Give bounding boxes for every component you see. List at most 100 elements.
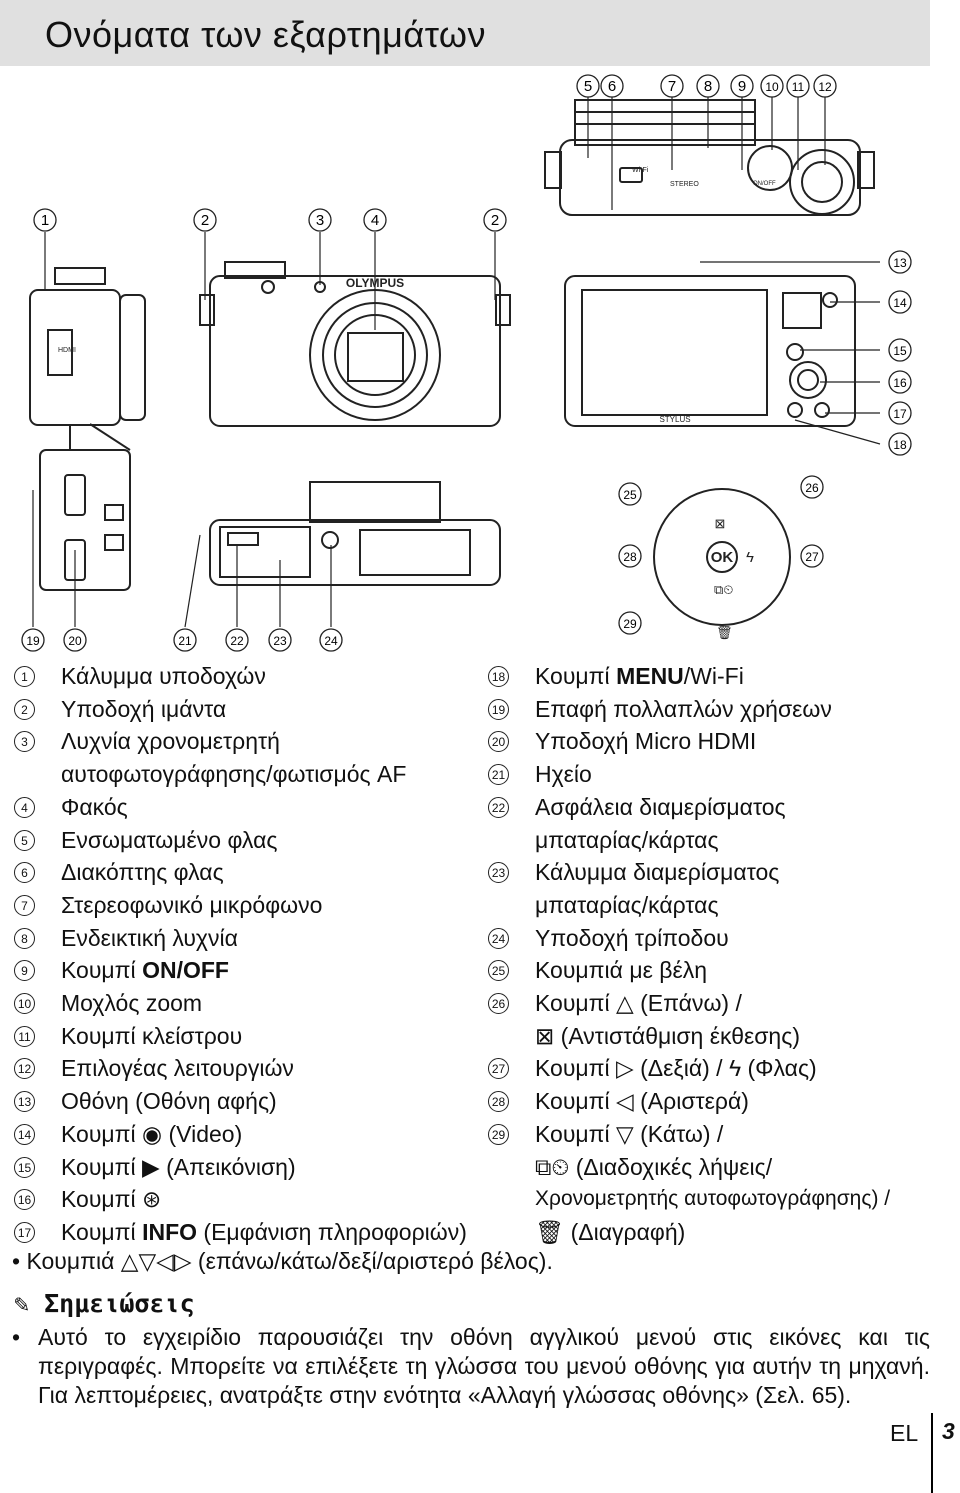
callout-29: 29	[618, 611, 642, 635]
svg-text:18: 18	[893, 438, 907, 452]
svg-text:Wi-Fi: Wi-Fi	[632, 167, 649, 174]
callout-2: 2	[193, 208, 217, 232]
svg-text:OK: OK	[711, 549, 734, 566]
svg-text:⧉⏲: ⧉⏲	[714, 582, 733, 597]
svg-text:24: 24	[324, 634, 338, 648]
svg-text:13: 13	[893, 256, 907, 270]
svg-text:6: 6	[608, 78, 616, 95]
arrow-buttons-note: • Κουμπιά △▽◁▷ (επάνω/κάτω/δεξί/αριστερό…	[12, 1248, 553, 1274]
list-item-cont: Χρονομετρητής αυτοφωτογράφησης) /	[535, 1187, 891, 1211]
callout-14: 14	[888, 290, 912, 314]
callout-9: 9	[730, 74, 754, 98]
notes-heading: ✎ Σημειώσεις	[14, 1289, 195, 1318]
callout-5: 5	[576, 74, 600, 98]
language-code: EL	[890, 1420, 919, 1446]
callout-24: 24	[319, 628, 343, 652]
svg-text:21: 21	[178, 634, 192, 648]
svg-text:29: 29	[623, 617, 637, 631]
callout-16: 16	[888, 370, 912, 394]
callout-2b: 2	[483, 208, 507, 232]
svg-text:27: 27	[805, 550, 819, 564]
svg-text:⊠: ⊠	[715, 516, 726, 531]
svg-text:23: 23	[273, 634, 287, 648]
svg-text:STEREO: STEREO	[670, 181, 699, 188]
svg-text:7: 7	[668, 78, 676, 95]
svg-text:5: 5	[584, 78, 592, 95]
svg-text:15: 15	[893, 344, 907, 358]
callout-6: 6	[600, 74, 624, 98]
footer-divider	[931, 1413, 933, 1493]
list-item-cont: ⊠ (Αντιστάθμιση έκθεσης)	[535, 1022, 800, 1049]
svg-text:17: 17	[893, 407, 907, 421]
svg-text:1: 1	[41, 212, 49, 229]
svg-text:20: 20	[68, 634, 82, 648]
camera-back-view	[564, 275, 856, 427]
svg-text:2: 2	[491, 212, 499, 229]
callout-26: 26	[800, 475, 824, 499]
callout-18: 18	[888, 432, 912, 456]
svg-text:8: 8	[704, 78, 712, 95]
svg-text:2: 2	[201, 212, 209, 229]
callout-7: 7	[660, 74, 684, 98]
callout-15: 15	[888, 338, 912, 362]
callout-20: 20	[63, 628, 87, 652]
page-title: Ονόματα των εξαρτημάτων	[45, 14, 487, 55]
camera-bottom-view	[209, 481, 501, 586]
notes-body: Αυτό το εγχειρίδιο παρουσιάζει την οθόνη…	[12, 1323, 930, 1410]
svg-text:ϟ: ϟ	[746, 549, 754, 566]
callout-13: 13	[888, 250, 912, 274]
callout-11: 11	[786, 74, 810, 98]
svg-text:28: 28	[623, 550, 637, 564]
camera-side-view	[29, 267, 146, 451]
callout-17: 17	[888, 401, 912, 425]
callout-21: 21	[173, 628, 197, 652]
list-item-cont: αυτοφωτογράφησης/φωτισμός AF	[61, 761, 407, 788]
arrow-pad-closeup	[653, 488, 791, 626]
svg-text:9: 9	[738, 78, 746, 95]
svg-text:12: 12	[818, 80, 832, 94]
callout-8: 8	[696, 74, 720, 98]
callout-3: 3	[308, 208, 332, 232]
callout-10: 10	[760, 74, 784, 98]
callout-1: 1	[33, 208, 57, 232]
camera-port-closeup	[39, 449, 131, 591]
svg-text:ON/OFF: ON/OFF	[753, 181, 776, 187]
list-item-cont: 🗑 (Διαγραφή)	[535, 1218, 686, 1245]
title-bar	[0, 0, 930, 66]
list-item-cont: μπαταρίας/κάρτας	[535, 891, 719, 918]
svg-text:14: 14	[893, 296, 907, 310]
svg-text:3: 3	[316, 212, 324, 229]
callout-28: 28	[618, 544, 642, 568]
svg-text:22: 22	[230, 634, 244, 648]
camera-top-view	[544, 99, 875, 216]
callout-12: 12	[813, 74, 837, 98]
callout-4: 4	[363, 208, 387, 232]
svg-text:19: 19	[26, 634, 40, 648]
